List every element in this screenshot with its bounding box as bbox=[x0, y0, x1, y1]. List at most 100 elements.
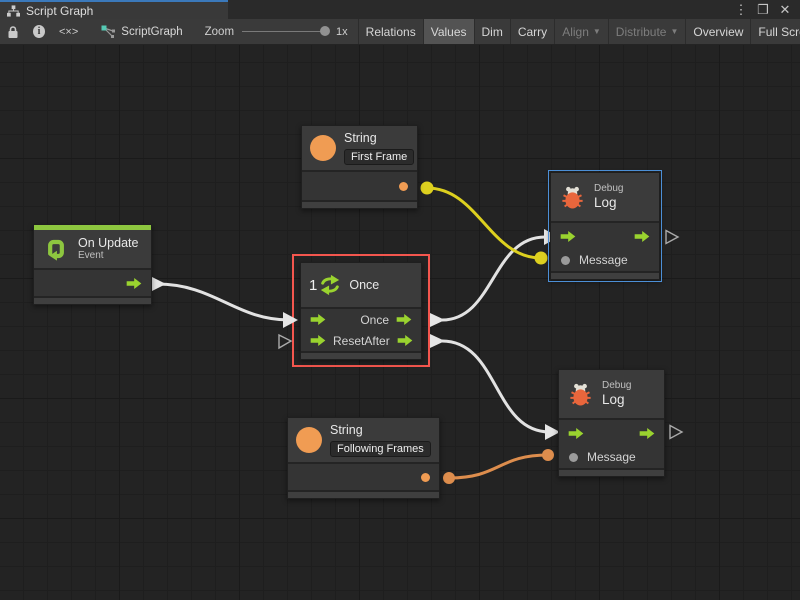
port-label: After bbox=[364, 333, 390, 348]
node-debug-log-bottom[interactable]: Debug Log Message bbox=[558, 369, 665, 477]
port-label: Once bbox=[360, 312, 389, 327]
string-output-port[interactable] bbox=[399, 181, 408, 191]
update-loop-icon bbox=[42, 235, 70, 263]
port-row bbox=[302, 172, 417, 200]
chevron-down-icon: ▼ bbox=[670, 27, 679, 36]
bug-icon bbox=[567, 381, 594, 408]
button-label: Relations bbox=[365, 24, 416, 39]
zoom-slider[interactable] bbox=[242, 26, 331, 36]
flow-input-port[interactable] bbox=[560, 231, 576, 242]
wire-source-arrow bbox=[430, 313, 445, 327]
string-value-input[interactable]: Following Frames bbox=[330, 440, 431, 457]
port-row bbox=[288, 464, 439, 490]
continuation-port-debuglog-bottom[interactable] bbox=[669, 424, 684, 440]
info-icon: i bbox=[33, 25, 45, 38]
continuation-port-debuglog-top[interactable] bbox=[665, 229, 680, 245]
wire-onupdate-to-once[interactable] bbox=[156, 282, 291, 322]
node-header: String First Frame bbox=[302, 126, 417, 172]
carry-button[interactable]: Carry bbox=[511, 19, 554, 44]
wire-endpoint-dot bbox=[443, 472, 455, 484]
toolbar-separator bbox=[509, 19, 511, 44]
message-input-port[interactable] bbox=[569, 452, 578, 462]
flow-output-port[interactable] bbox=[634, 231, 650, 242]
relations-button[interactable]: Relations bbox=[359, 19, 423, 44]
flow-input-port[interactable] bbox=[568, 428, 584, 439]
breadcrumb[interactable]: ScriptGraph bbox=[101, 19, 183, 44]
overview-button[interactable]: Overview bbox=[686, 19, 750, 44]
code-icon: <×> bbox=[59, 25, 79, 38]
script-graph-icon bbox=[101, 25, 115, 39]
align-button[interactable]: Align ▼ bbox=[555, 19, 608, 44]
reset-input-port[interactable] bbox=[310, 335, 326, 346]
chevron-down-icon: ▼ bbox=[592, 27, 601, 36]
maximize-icon[interactable]: ❐ bbox=[757, 1, 769, 17]
after-output-port[interactable] bbox=[397, 335, 413, 346]
node-debug-log-top[interactable]: Debug Log Message bbox=[548, 170, 662, 282]
node-footer bbox=[34, 296, 151, 304]
node-footer bbox=[302, 200, 417, 208]
wire-string-to-message-bottom[interactable] bbox=[448, 453, 549, 480]
button-label: Overview bbox=[693, 24, 744, 39]
toolbar-separator bbox=[750, 19, 752, 44]
flow-output-port[interactable] bbox=[126, 278, 142, 289]
wire-after-to-debuglog-bottom[interactable] bbox=[441, 339, 551, 434]
node-subtitle: Event bbox=[78, 250, 104, 262]
node-string-following-frames[interactable]: String Following Frames bbox=[287, 417, 440, 499]
unconnected-port-reset[interactable] bbox=[278, 333, 293, 350]
string-value-input[interactable]: First Frame bbox=[344, 148, 415, 165]
dim-button[interactable]: Dim bbox=[475, 19, 510, 44]
button-label: Distribute bbox=[615, 24, 667, 39]
window-menu-icon[interactable]: ⋮ bbox=[734, 1, 748, 17]
node-once[interactable]: 1 Once Once Reset After bbox=[300, 262, 422, 360]
event-accent-strip bbox=[34, 225, 151, 230]
once-icon: 1 bbox=[309, 274, 341, 296]
message-port-row: Message bbox=[559, 446, 664, 468]
node-footer bbox=[301, 351, 421, 359]
button-label: Values bbox=[430, 24, 467, 39]
node-footer bbox=[288, 490, 439, 498]
once-output-port[interactable] bbox=[396, 314, 412, 325]
flow-input-port[interactable] bbox=[310, 314, 326, 325]
wire-layer bbox=[152, 181, 684, 484]
port-label: Message bbox=[579, 253, 628, 267]
message-input-port[interactable] bbox=[561, 255, 570, 265]
tab-script-graph[interactable]: Script Graph bbox=[0, 0, 228, 19]
node-kind: Debug bbox=[594, 183, 624, 195]
tab-label: Script Graph bbox=[26, 3, 94, 18]
wire-string-to-message-top[interactable] bbox=[426, 186, 542, 260]
flow-port-row bbox=[559, 420, 664, 446]
distribute-button[interactable]: Distribute ▼ bbox=[609, 19, 686, 44]
lock-button[interactable] bbox=[0, 19, 26, 44]
once-port-row: Once bbox=[301, 309, 421, 330]
graph-canvas[interactable]: String First Frame Debug Log bbox=[0, 45, 800, 600]
string-output-port[interactable] bbox=[421, 472, 430, 482]
toolbar-separator bbox=[685, 19, 687, 44]
node-on-update[interactable]: On Update Event bbox=[33, 224, 152, 305]
string-literal-icon bbox=[296, 427, 322, 453]
button-label: Dim bbox=[481, 24, 503, 39]
button-label: Align bbox=[562, 24, 589, 39]
node-title: Log bbox=[594, 195, 617, 211]
window-controls: ⋮ ❐ ✕ bbox=[732, 0, 800, 19]
string-literal-icon bbox=[310, 135, 336, 161]
port-label: Message bbox=[587, 450, 636, 464]
wire-dest-arrow bbox=[545, 424, 560, 440]
breadcrumb-label: ScriptGraph bbox=[121, 25, 183, 38]
full-screen-button[interactable]: Full Screen bbox=[751, 19, 800, 44]
node-string-first-frame[interactable]: String First Frame bbox=[301, 125, 418, 209]
selection-outline-once bbox=[292, 254, 430, 367]
wire-once-to-debuglog-top[interactable] bbox=[441, 235, 546, 322]
node-header: 1 Once bbox=[301, 263, 421, 309]
node-header: Debug Log bbox=[551, 173, 659, 223]
flow-output-port[interactable] bbox=[639, 428, 655, 439]
toolbar-separator bbox=[422, 19, 424, 44]
toolbar-separator bbox=[607, 19, 609, 44]
edit-source-button[interactable]: <×> bbox=[52, 19, 85, 44]
values-button[interactable]: Values bbox=[423, 19, 474, 44]
zoom-slider-handle[interactable] bbox=[320, 26, 331, 36]
cycle-arrows-icon bbox=[319, 274, 341, 296]
close-icon[interactable]: ✕ bbox=[779, 1, 791, 17]
info-button[interactable]: i bbox=[26, 19, 52, 44]
wire-source-arrow bbox=[430, 334, 445, 348]
